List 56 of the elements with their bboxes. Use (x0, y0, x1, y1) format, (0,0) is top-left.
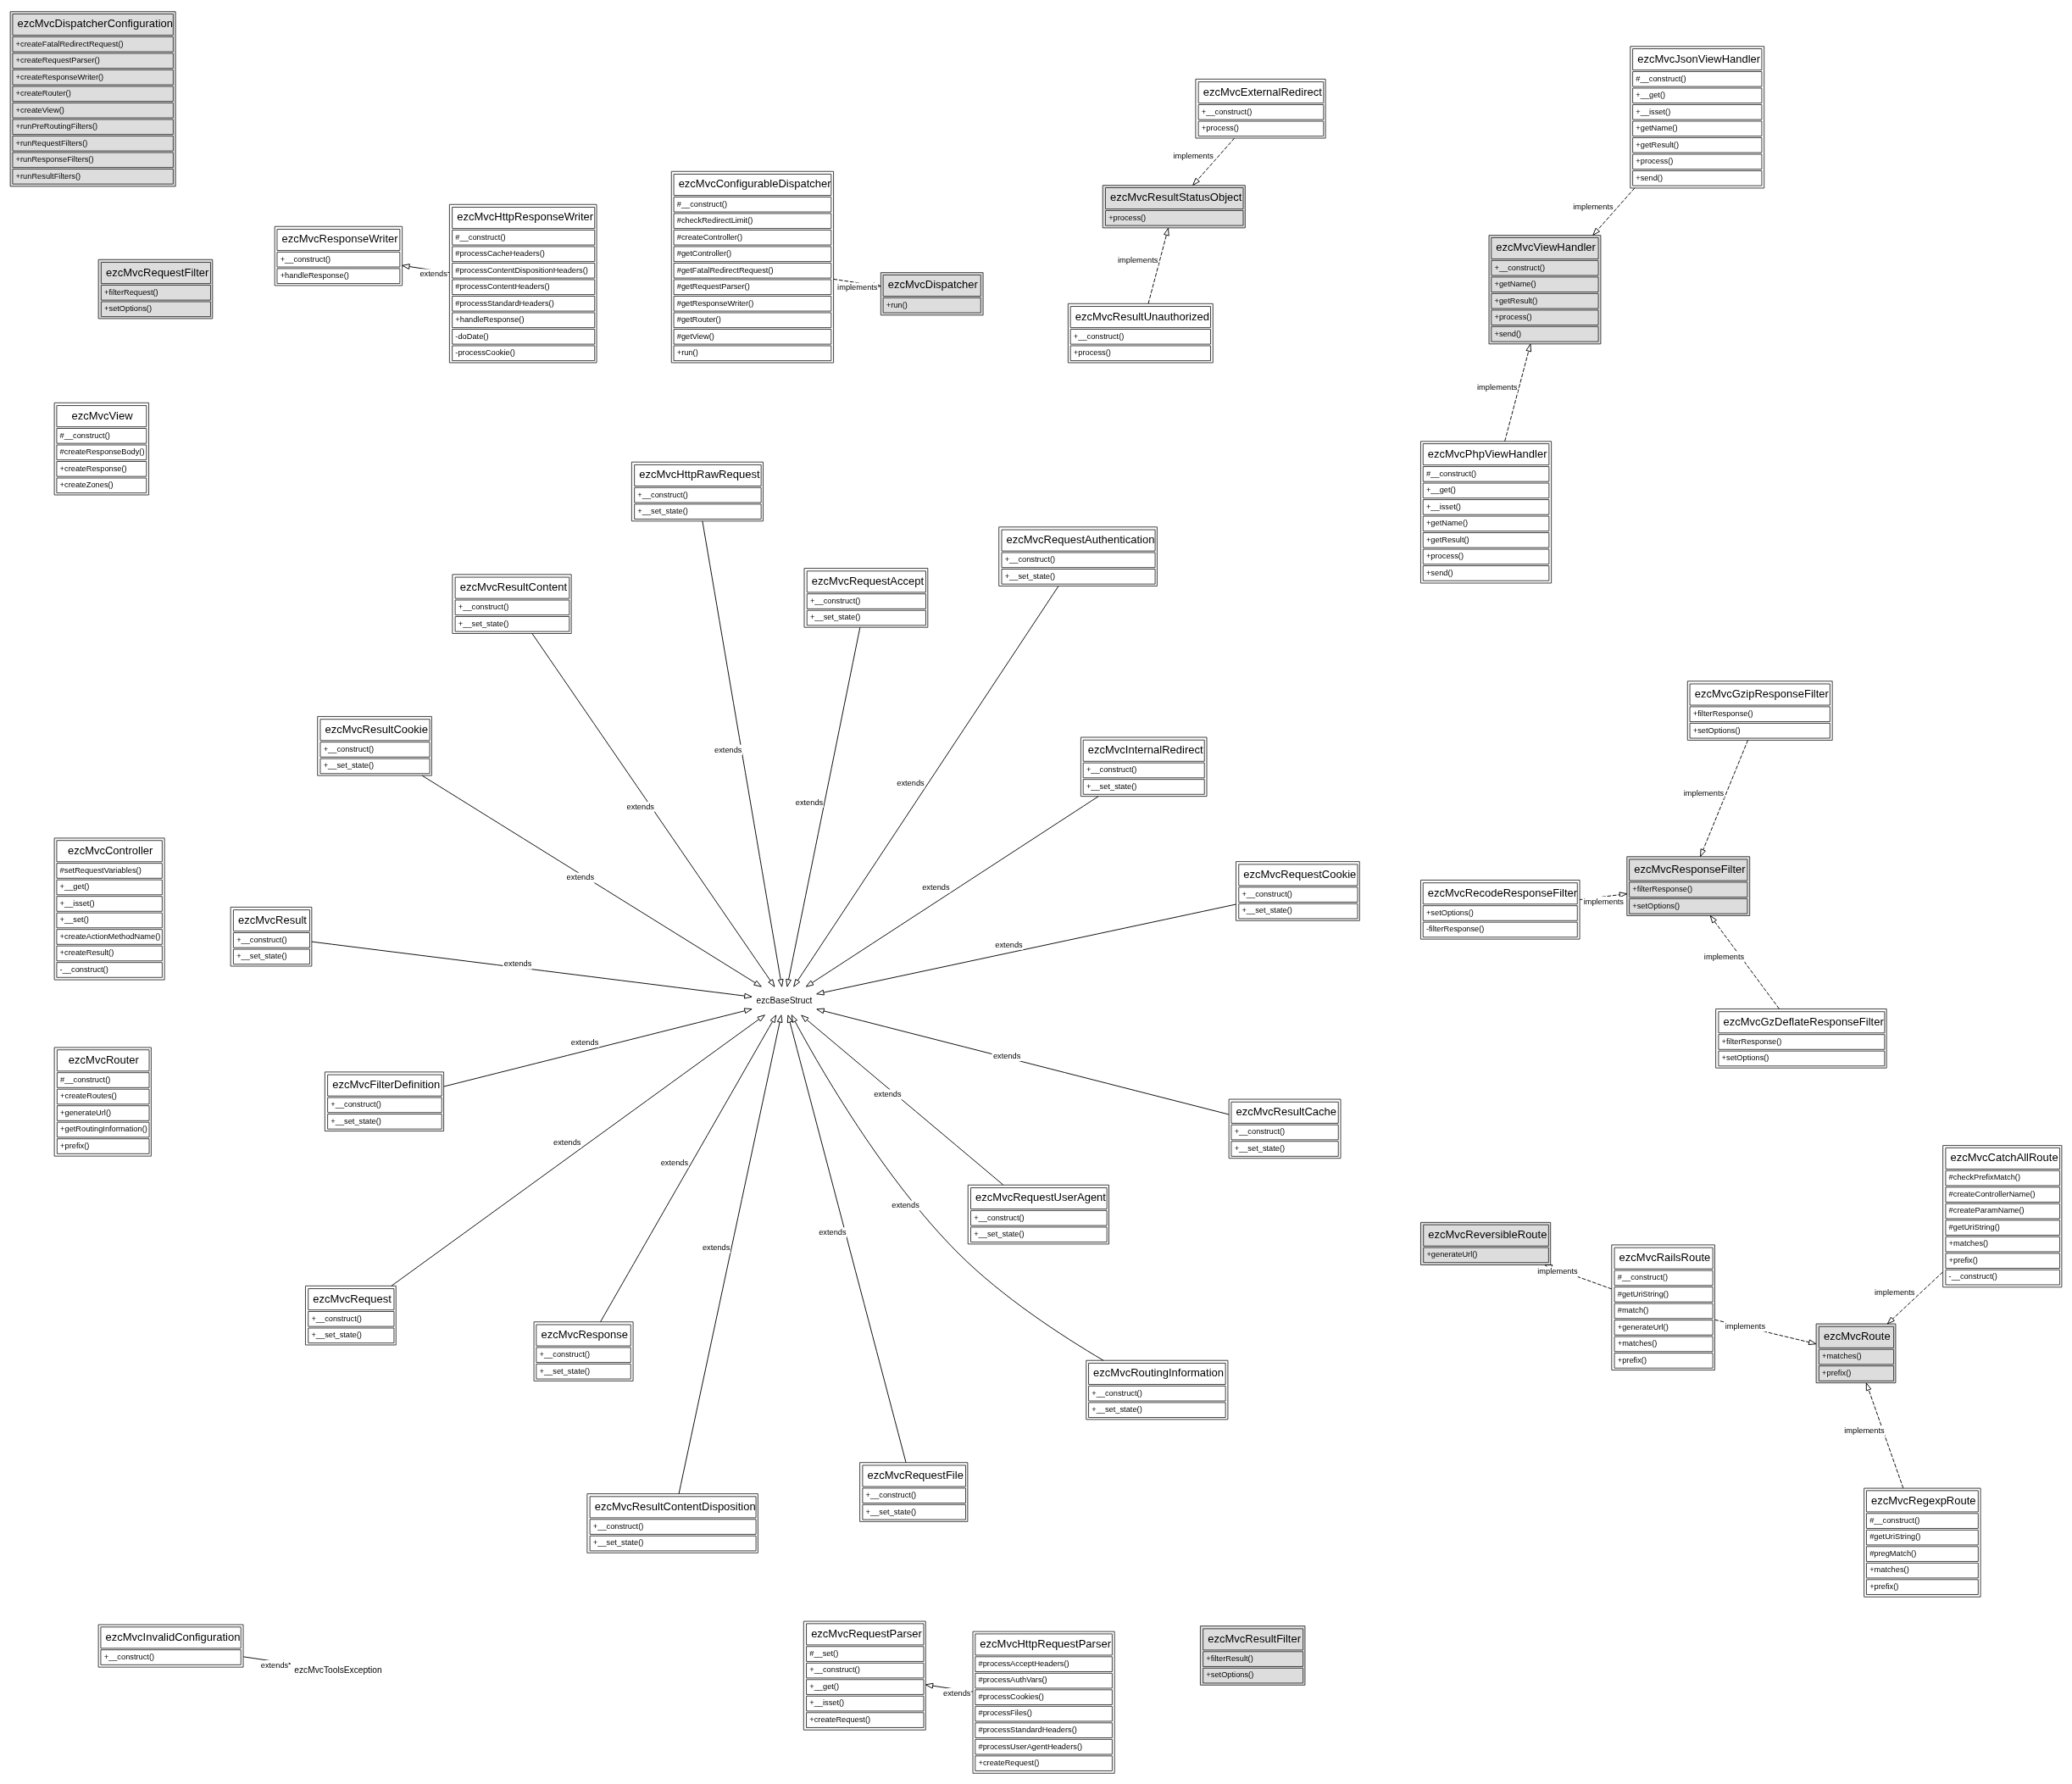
edge-label: extends (419, 269, 447, 278)
edge-label: extends (819, 1227, 847, 1237)
edge-label: implements (1583, 897, 1625, 906)
arrow (311, 941, 753, 998)
arrow (801, 1014, 1004, 1185)
arrow (1700, 739, 1748, 857)
edge-label: extends (702, 1242, 730, 1252)
edge-label: extends (503, 959, 532, 968)
arrow (1192, 137, 1235, 186)
edge-label: implements (1573, 202, 1614, 211)
arrow (1592, 187, 1636, 236)
edge-label: implements (1117, 255, 1158, 264)
arrow (702, 520, 784, 987)
edge-label: extends (566, 872, 595, 881)
edge-label: extends (714, 745, 742, 754)
edge-label: implements (1844, 1426, 1885, 1435)
arrow (786, 1014, 907, 1463)
arrow (1865, 1382, 1904, 1488)
arrow (816, 1008, 1230, 1114)
arrow (816, 903, 1236, 995)
arrow (421, 775, 762, 987)
arrow (786, 626, 861, 987)
edge-label: extends (553, 1137, 581, 1147)
arrow (1709, 914, 1780, 1009)
edge-label: extends (874, 1089, 902, 1098)
edge-label: extends (892, 1200, 919, 1209)
edge-label: extends (660, 1158, 689, 1167)
edge-label: extends (795, 798, 824, 807)
arrow (531, 632, 775, 987)
arrow (678, 1014, 783, 1494)
node-text: ezcMvcToolsException (294, 1665, 382, 1675)
edge-label: extends (992, 1051, 1021, 1060)
edge-label: extends (922, 882, 950, 892)
arrow (791, 1014, 1104, 1361)
edge-label: implements (1725, 1321, 1766, 1331)
edge-label: implements (1477, 382, 1518, 392)
arrow (391, 1014, 765, 1287)
edge-label: implements (837, 282, 878, 292)
edge-label: implements (1537, 1266, 1578, 1275)
edge-label: extends (570, 1037, 599, 1047)
arrow (1886, 1271, 1943, 1324)
edge-label: implements (1683, 788, 1725, 798)
edge-label: extends (260, 1660, 289, 1670)
arrow (1504, 343, 1532, 442)
arrow (443, 1007, 753, 1087)
arrow (1147, 227, 1169, 304)
node-text: ezcBaseStruct (756, 995, 813, 1005)
edge-label: extends (626, 802, 654, 811)
edge-label: implements (1703, 952, 1745, 961)
arrow (600, 1014, 777, 1322)
edge-label: extends (995, 939, 1023, 948)
edge-label: extends (943, 1688, 971, 1698)
edge-label: implements (1173, 151, 1214, 160)
edge-label: implements (1875, 1287, 1915, 1297)
edge-label: extends (897, 778, 925, 787)
arrow (805, 795, 1099, 987)
